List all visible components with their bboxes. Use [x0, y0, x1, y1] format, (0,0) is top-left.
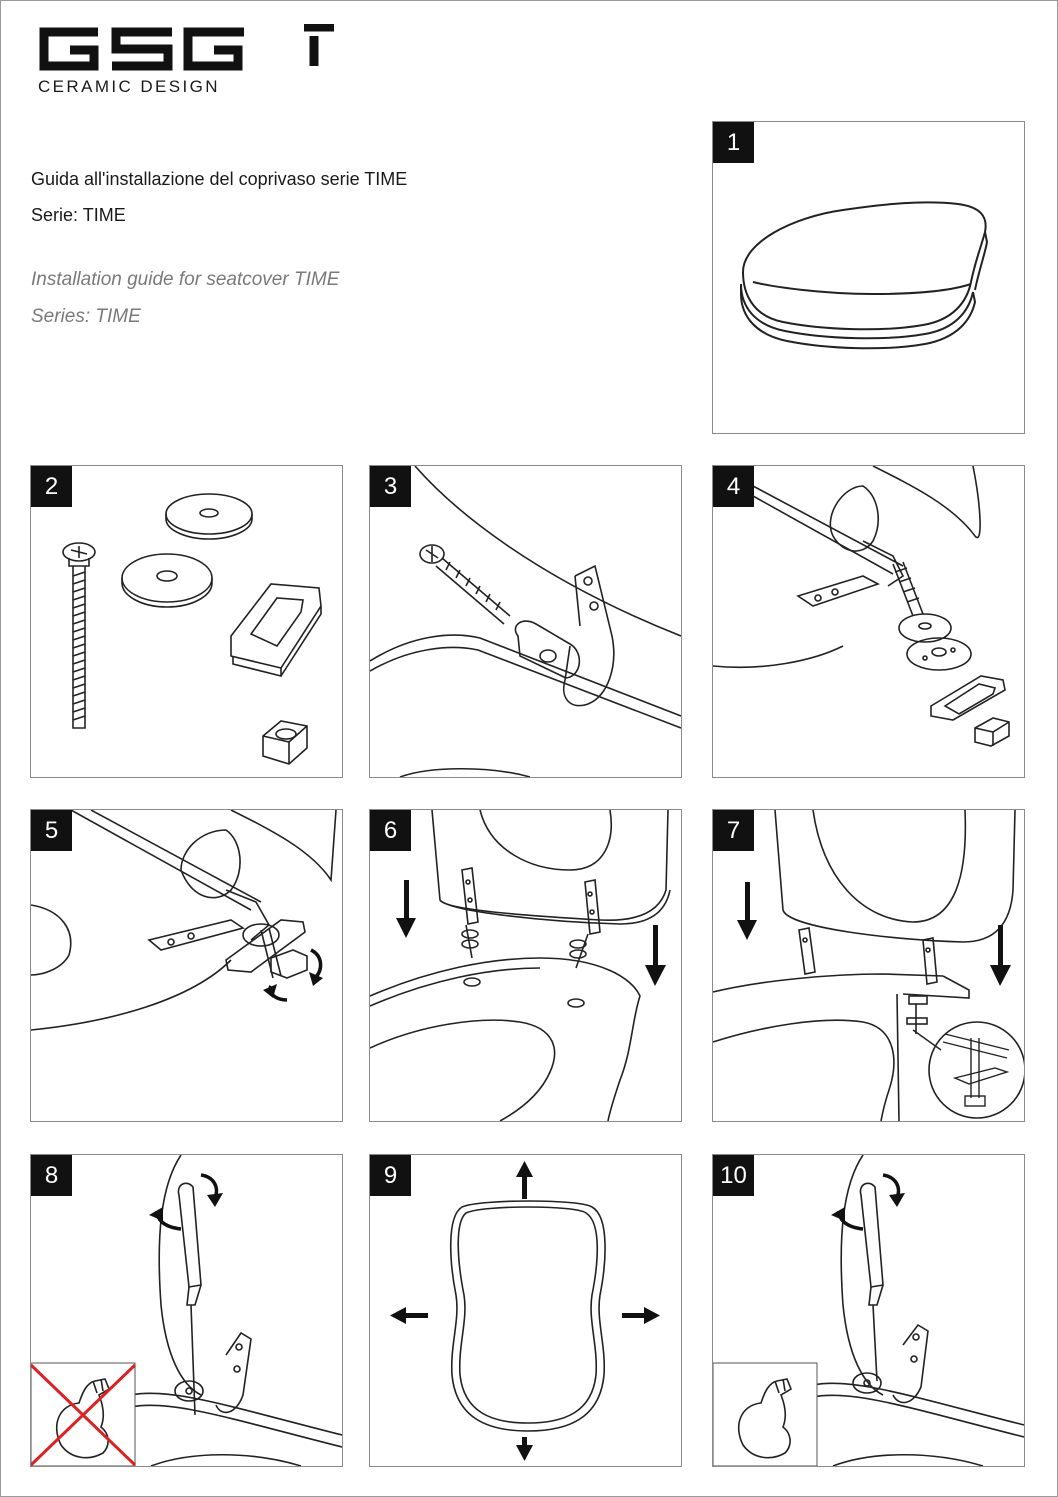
step-panel-2: 2	[30, 465, 343, 778]
english-series: Series: TIME	[31, 306, 141, 327]
english-title: Installation guide for seatcover TIME	[31, 269, 340, 290]
lower-seat-illustration	[370, 810, 671, 1121]
center-seat-illustration	[390, 1161, 660, 1461]
step-panel-8: 8	[30, 1154, 343, 1467]
seat-placed-illustration	[713, 810, 1024, 1121]
step-number-6: 6	[370, 810, 411, 851]
step-number-10: 10	[713, 1155, 754, 1196]
prohibited-cross	[31, 1363, 137, 1466]
step-panel-9: 9	[369, 1154, 682, 1467]
logo-tagline: CERAMIC DESIGN	[38, 77, 220, 96]
step-panel-1: 1	[712, 121, 1025, 434]
step-number-9: 9	[370, 1155, 411, 1196]
down-arrows	[396, 880, 666, 986]
step-number-2: 2	[31, 466, 72, 507]
arm-muscle-icon	[737, 1378, 792, 1459]
step-number-8: 8	[31, 1155, 72, 1196]
gsg-logo: CERAMIC DESIGN	[36, 24, 336, 99]
tighten-nut-illustration	[31, 810, 337, 1031]
do-not-overtighten-illustration	[31, 1155, 342, 1466]
step-panel-5: 5	[30, 809, 343, 1122]
italian-title: Guida all'installazione del coprivaso se…	[31, 169, 408, 189]
hardware-kit-illustration	[62, 493, 322, 765]
bolt-insert-illustration	[370, 466, 681, 777]
logo-mark	[39, 24, 334, 71]
tighten-firmly-illustration	[713, 1155, 1024, 1466]
step-number-3: 3	[370, 466, 411, 507]
bolt-head	[62, 542, 96, 562]
step-panel-6: 6	[369, 809, 682, 1122]
down-arrows	[737, 882, 1011, 986]
step-panel-4: 4	[712, 465, 1025, 778]
step-number-7: 7	[713, 810, 754, 851]
italian-series: Serie: TIME	[31, 205, 126, 225]
intro-text: Guida all'installazione del coprivaso se…	[31, 168, 511, 342]
seat-cover-illustration	[740, 201, 989, 350]
step-panel-10: 10	[712, 1154, 1025, 1467]
step-number-5: 5	[31, 810, 72, 851]
step-number-4: 4	[713, 466, 754, 507]
washer-order-illustration	[713, 466, 1010, 747]
step-panel-3: 3	[369, 465, 682, 778]
detail-magnifier	[928, 1021, 1024, 1119]
step-panel-7: 7	[712, 809, 1025, 1122]
step-number-1: 1	[713, 122, 754, 163]
direction-arrows	[390, 1161, 660, 1461]
